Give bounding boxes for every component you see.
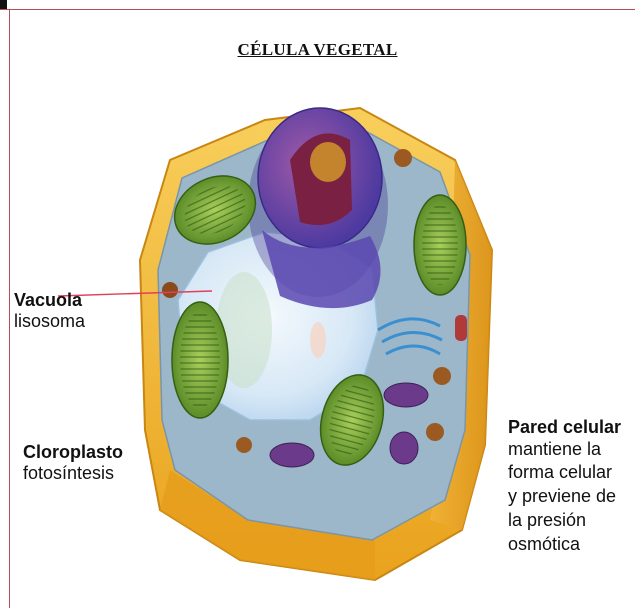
vacuola-desc: lisosoma: [14, 311, 85, 332]
pared-desc-line: osmótica: [508, 533, 621, 557]
cloroplasto-name: Cloroplasto: [23, 442, 123, 463]
chloroplast-left: [172, 302, 228, 418]
vacuola-name: Vacuola: [14, 290, 85, 311]
cloroplasto-desc: fotosíntesis: [23, 463, 123, 484]
pared-label: Pared celular mantiene la forma celular …: [508, 417, 621, 556]
pared-desc-line: y previene de: [508, 485, 621, 509]
chloroplast-right: [414, 195, 466, 295]
vacuola-label: Vacuola lisosoma: [14, 290, 85, 331]
pared-desc-line: mantiene la: [508, 438, 621, 462]
pared-name: Pared celular: [508, 417, 621, 438]
pared-desc-line: la presión: [508, 509, 621, 533]
pared-desc-line: forma celular: [508, 461, 621, 485]
cloroplasto-label: Cloroplasto fotosíntesis: [23, 442, 123, 483]
